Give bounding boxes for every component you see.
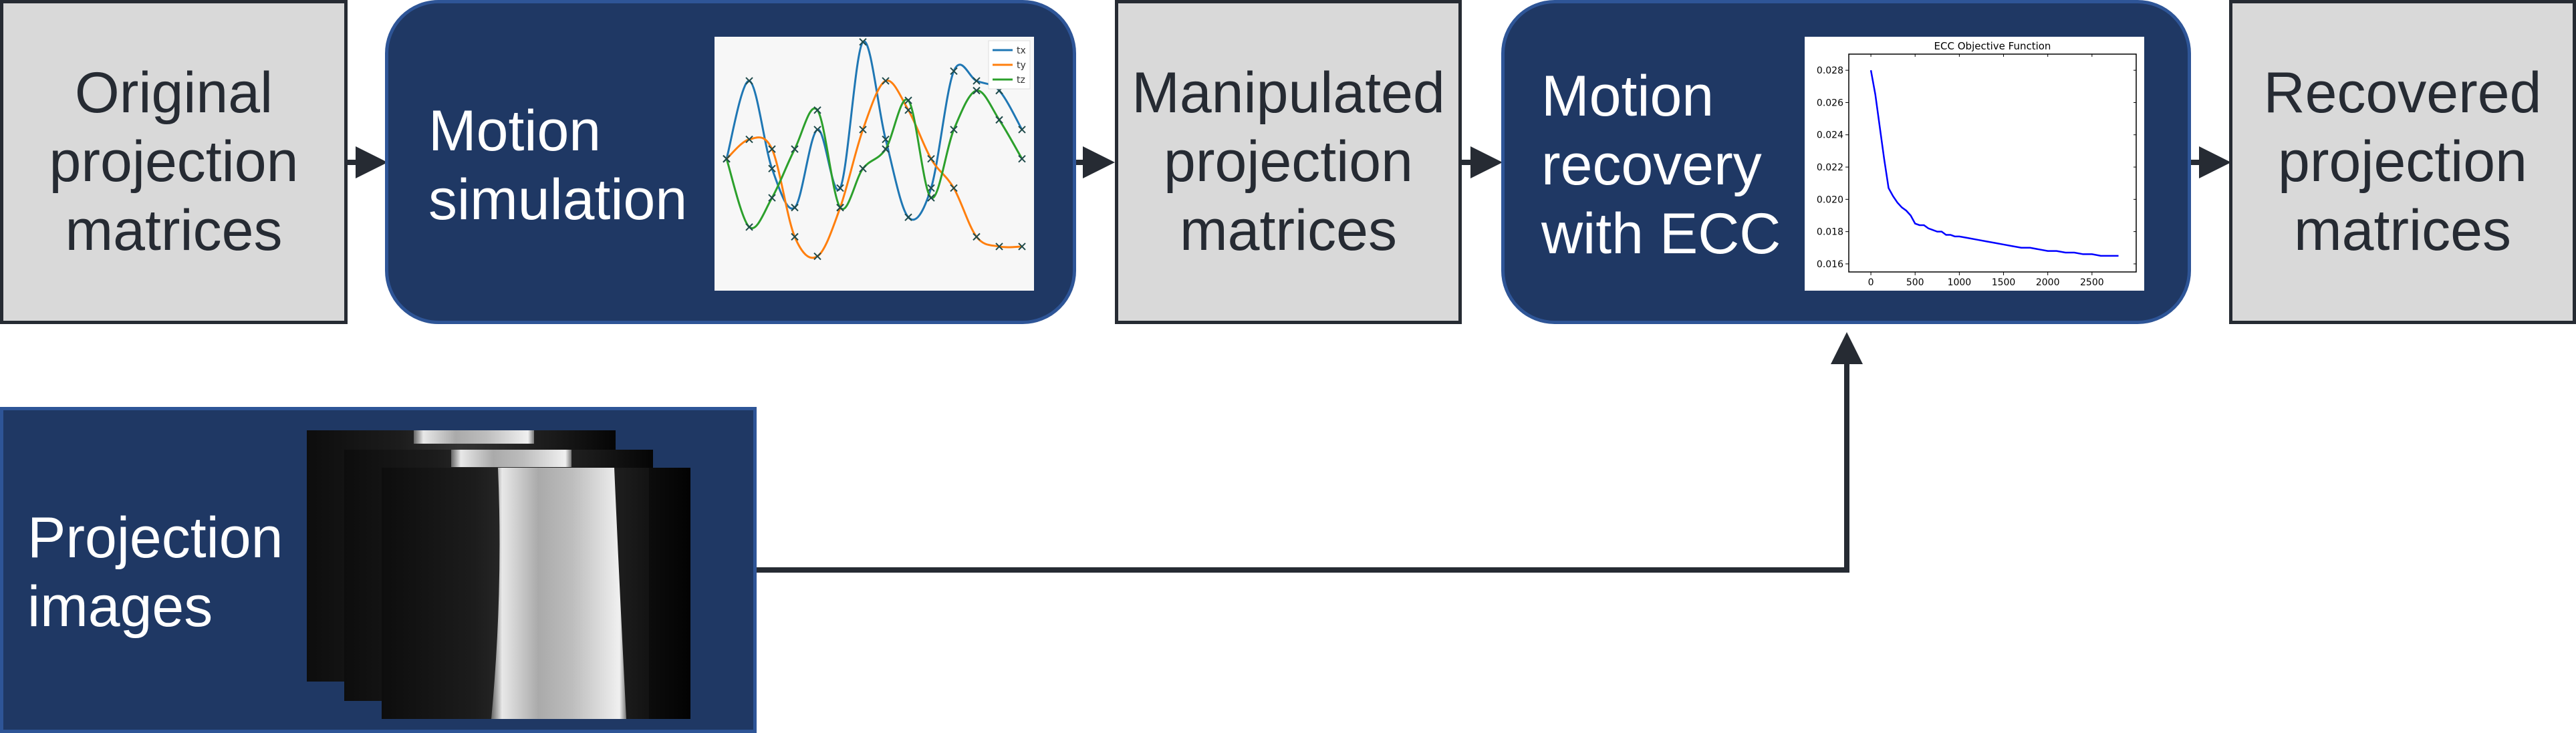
motion-simulation-label: Motion simulation [428, 99, 688, 232]
original-matrices-label: Original projection matrices [49, 61, 299, 263]
marker-ty-3 [791, 233, 799, 241]
projection-image-stack [307, 430, 690, 719]
y-tick-label: 0.018 [1817, 227, 1843, 238]
marker-tx-6 [859, 38, 867, 46]
series-line-tz [725, 90, 1023, 229]
ecc-chart-title: ECC Objective Function [1934, 40, 2051, 52]
projection-images-block: Projection images [0, 407, 757, 733]
marker-ty-13 [1018, 243, 1026, 251]
marker-tz-1 [745, 223, 753, 231]
marker-tz-4 [813, 106, 821, 114]
recovered-matrices-label: Recovered projection matrices [2263, 61, 2542, 263]
y-tick-label: 0.016 [1817, 259, 1843, 270]
marker-tx-4 [813, 126, 821, 134]
motion-recovery-block: Motion recovery with ECC ECC Objective F… [1501, 0, 2191, 324]
series-line-ty [725, 80, 1023, 259]
marker-tz-7 [882, 145, 890, 153]
ecc-axes-frame [1848, 53, 2137, 273]
marker-tz-2 [768, 194, 776, 202]
marker-tx-5 [836, 184, 844, 192]
original-matrices-block: Original projection matrices [0, 0, 348, 324]
marker-tz-13 [1018, 155, 1026, 163]
marker-tz-10 [950, 126, 958, 134]
marker-tz-0 [723, 155, 731, 163]
x-tick-label: 2500 [2080, 277, 2104, 288]
marker-ty-4 [813, 252, 821, 261]
x-tick-label: 500 [1906, 277, 1924, 288]
motion-simulation-block: Motion simulation tx ty tz [385, 0, 1076, 324]
ecc-background [1805, 37, 2144, 291]
marker-tx-13 [1018, 126, 1026, 134]
marker-ty-1 [745, 135, 753, 144]
legend-label-ty: ty [1017, 60, 1026, 71]
marker-tx-2 [768, 164, 776, 172]
x-tick-label: 2000 [2036, 277, 2060, 288]
x-tick-label: 1000 [1948, 277, 1972, 288]
projection-images-label: Projection images [27, 506, 283, 639]
marker-ty-9 [927, 155, 935, 163]
marker-tz-9 [927, 194, 935, 202]
arrow-images-to-recovery [755, 332, 1863, 573]
y-tick-label: 0.022 [1817, 162, 1843, 173]
recovered-matrices-block: Recovered projection matrices [2229, 0, 2576, 324]
marker-tx-1 [745, 77, 753, 85]
marker-tz-6 [859, 164, 867, 172]
marker-tx-10 [950, 67, 958, 76]
y-tick-label: 0.028 [1817, 65, 1843, 76]
ecc-plot-svg: ECC Objective Function 0 500 1000 1500 2000 25… [1805, 37, 2144, 291]
marker-ty-2 [768, 145, 776, 153]
marker-tx-8 [904, 213, 912, 221]
x-tick-label: 0 [1868, 277, 1874, 288]
motion-recovery-label: Motion recovery with ECC [1541, 64, 1781, 266]
marker-tx-7 [882, 135, 890, 144]
ecc-series-line [1870, 69, 2119, 257]
marker-tz-11 [973, 86, 981, 95]
motion-legend: tx ty tz [988, 40, 1031, 90]
y-tick-label: 0.020 [1817, 194, 1843, 205]
legend-label-tz: tz [1017, 75, 1025, 86]
y-tick-label: 0.026 [1817, 98, 1843, 108]
projection-image-front [382, 468, 690, 719]
marker-tz-5 [836, 203, 844, 212]
marker-tz-3 [791, 145, 799, 153]
ecc-plot: ECC Objective Function 0 500 1000 1500 2000 25… [1805, 37, 2144, 291]
marker-ty-12 [995, 243, 1003, 251]
marker-tz-8 [904, 96, 912, 104]
marker-ty-6 [859, 126, 867, 134]
legend-label-tx: tx [1017, 45, 1026, 56]
x-tick-label: 1500 [1992, 277, 2016, 288]
motion-plot: tx ty tz [715, 37, 1034, 291]
manipulated-matrices-label: Manipulated projection matrices [1132, 61, 1445, 263]
marker-ty-11 [973, 233, 981, 241]
marker-tz-12 [995, 116, 1003, 124]
marker-tx-3 [791, 203, 799, 212]
y-tick-label: 0.024 [1817, 130, 1843, 141]
manipulated-matrices-block: Manipulated projection matrices [1115, 0, 1462, 324]
marker-ty-10 [950, 184, 958, 192]
marker-ty-7 [882, 77, 890, 85]
motion-plot-svg: tx ty tz [715, 37, 1034, 291]
marker-tx-11 [973, 77, 981, 85]
marker-tx-9 [927, 184, 935, 192]
